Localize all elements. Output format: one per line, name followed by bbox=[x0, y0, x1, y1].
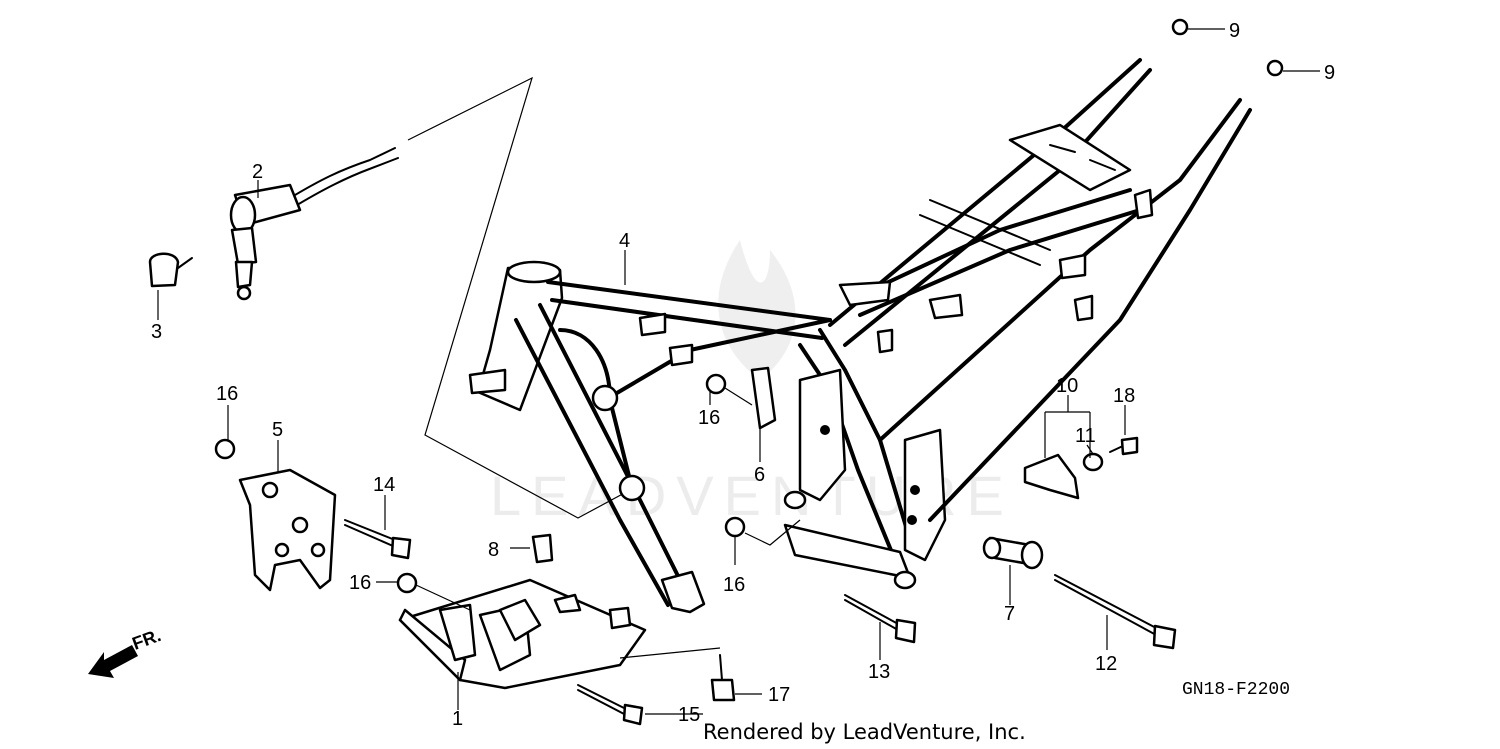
main-frame bbox=[468, 58, 1252, 614]
callout-4: 4 bbox=[619, 230, 630, 252]
callout-9-top: 9 bbox=[1229, 20, 1240, 42]
callout-16-lower: 16 bbox=[723, 574, 745, 596]
bolt-15 bbox=[577, 684, 644, 726]
bolt-14 bbox=[344, 519, 412, 560]
callout-16-skid: 16 bbox=[349, 572, 371, 594]
bolt-18 bbox=[1109, 436, 1139, 456]
nuts-16 bbox=[214, 373, 746, 594]
bolt-12 bbox=[1054, 574, 1177, 650]
callout-13: 13 bbox=[868, 661, 890, 683]
nuts-9 bbox=[1171, 18, 1284, 77]
ignition-switch bbox=[229, 147, 399, 301]
callout-18: 18 bbox=[1113, 385, 1135, 407]
diagram-reference-code: GN18-F2200 bbox=[1182, 680, 1290, 700]
callout-12: 12 bbox=[1095, 653, 1117, 675]
callout-7: 7 bbox=[1004, 603, 1015, 625]
callout-10: 10 bbox=[1056, 375, 1078, 397]
callout-16-frame: 16 bbox=[698, 407, 720, 429]
callout-2: 2 bbox=[252, 161, 263, 183]
bolt-17 bbox=[710, 654, 736, 702]
direction-label: FR. bbox=[130, 625, 164, 654]
leader-lines bbox=[157, 28, 1320, 715]
ignition-lead-lines bbox=[407, 76, 631, 519]
callout-5: 5 bbox=[272, 419, 283, 441]
callout-11: 11 bbox=[1075, 425, 1096, 447]
guard-10 bbox=[1023, 453, 1080, 500]
callout-14: 14 bbox=[373, 474, 395, 496]
callout-6: 6 bbox=[754, 464, 765, 486]
ignition-cap bbox=[148, 252, 193, 288]
rubber-8 bbox=[531, 533, 554, 564]
callout-17: 17 bbox=[768, 684, 790, 706]
callout-8: 8 bbox=[488, 539, 499, 561]
callout-15: 15 bbox=[678, 704, 700, 726]
washer-11 bbox=[1082, 452, 1104, 472]
front-direction-arrow-icon: FR. bbox=[88, 625, 164, 678]
callout-3: 3 bbox=[151, 321, 162, 343]
collar-7 bbox=[982, 536, 1044, 570]
callout-9-right: 9 bbox=[1324, 62, 1335, 84]
engine-bracket bbox=[238, 468, 337, 592]
bolt-13 bbox=[844, 594, 917, 644]
bracket-6 bbox=[750, 366, 777, 430]
credit-text: Rendered by LeadVenture, Inc. bbox=[703, 720, 1026, 744]
callout-16-bracket: 16 bbox=[216, 383, 238, 405]
callout-1: 1 bbox=[452, 708, 463, 730]
callout-labels: 1 2 3 4 5 6 7 8 9 9 10 11 12 13 14 15 16… bbox=[151, 20, 1335, 730]
skid-plate bbox=[398, 578, 647, 690]
